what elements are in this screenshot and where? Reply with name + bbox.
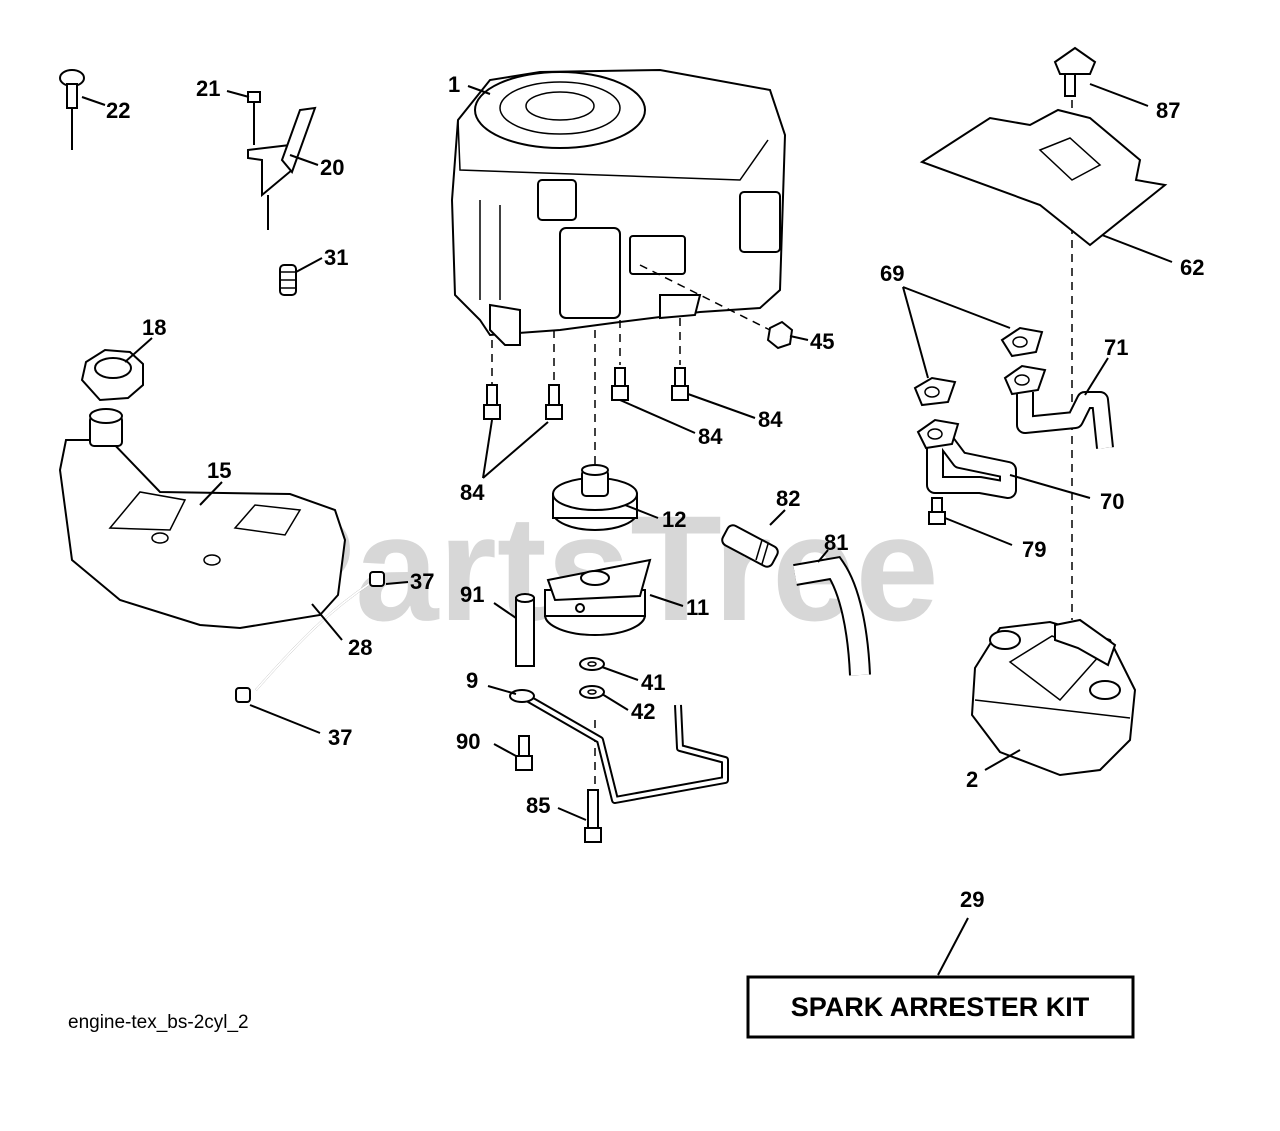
callout-31: 31: [324, 245, 348, 270]
callout-labels: 22 21 20 31 18 15 1 45 84 84 84 12 11 82…: [106, 72, 1204, 912]
part-engine[interactable]: [450, 68, 787, 346]
callout-90: 90: [456, 729, 480, 754]
callout-21: 21: [196, 76, 220, 101]
callout-37-lower: 37: [328, 725, 352, 750]
callout-71: 71: [1104, 335, 1128, 360]
part-clutch[interactable]: [544, 558, 652, 636]
callout-12: 12: [662, 507, 686, 532]
callout-28: 28: [348, 635, 372, 660]
callout-84-middle: 84: [698, 424, 723, 449]
spark-arrester-kit-label: SPARK ARRESTER KIT: [791, 992, 1090, 1022]
callout-2: 2: [966, 767, 978, 792]
callout-81: 81: [824, 530, 848, 555]
callout-82: 82: [776, 486, 800, 511]
callout-37-upper: 37: [410, 569, 434, 594]
part-fuel-line[interactable]: [235, 571, 385, 703]
callout-29: 29: [960, 887, 984, 912]
part-bolts-84[interactable]: [483, 367, 689, 420]
leader-lines: [81, 83, 1173, 976]
callout-84-right: 84: [758, 407, 783, 432]
callout-70: 70: [1100, 489, 1124, 514]
part-nut[interactable]: [766, 320, 794, 350]
diagram-id: engine-tex_bs-2cyl_2: [68, 1012, 249, 1033]
part-pulley[interactable]: [552, 464, 638, 531]
callout-42: 42: [631, 699, 655, 724]
callout-18: 18: [142, 315, 166, 340]
part-exhaust-pipe-71[interactable]: [1003, 364, 1114, 449]
callout-22: 22: [106, 98, 130, 123]
part-exhaust-pipe-70[interactable]: [916, 418, 1017, 499]
part-muffler[interactable]: [970, 618, 1137, 777]
part-bracket-rod[interactable]: [509, 689, 729, 804]
callout-15: 15: [207, 458, 231, 483]
callout-91: 91: [460, 582, 484, 607]
callout-62: 62: [1180, 255, 1204, 280]
part-hose[interactable]: [793, 555, 871, 676]
part-bolt-85[interactable]: [584, 789, 602, 843]
callout-11: 11: [686, 595, 709, 620]
part-bolt-87[interactable]: [1053, 46, 1097, 97]
callout-20: 20: [320, 155, 344, 180]
part-connector[interactable]: [720, 523, 780, 569]
part-washers[interactable]: [579, 657, 605, 699]
callout-41: 41: [641, 670, 665, 695]
callout-1: 1: [448, 72, 460, 97]
part-fuel-tank[interactable]: [58, 408, 347, 630]
callout-87: 87: [1156, 98, 1180, 123]
part-bolt-79[interactable]: [928, 497, 946, 525]
part-exhaust-gaskets[interactable]: [913, 326, 1044, 407]
part-fuel-cap[interactable]: [80, 348, 144, 402]
part-heat-shield[interactable]: [919, 108, 1168, 247]
callout-69: 69: [880, 261, 904, 286]
callout-85: 85: [526, 793, 550, 818]
part-spacer[interactable]: [515, 593, 535, 667]
callout-45: 45: [810, 329, 834, 354]
spark-arrester-kit-box[interactable]: SPARK ARRESTER KIT: [746, 975, 1135, 1039]
callout-79: 79: [1022, 537, 1046, 562]
callout-84-left: 84: [460, 480, 485, 505]
part-dipstick[interactable]: [59, 69, 85, 150]
part-spring[interactable]: [279, 264, 297, 296]
callout-9: 9: [466, 668, 478, 693]
part-bolt-90[interactable]: [515, 735, 533, 771]
